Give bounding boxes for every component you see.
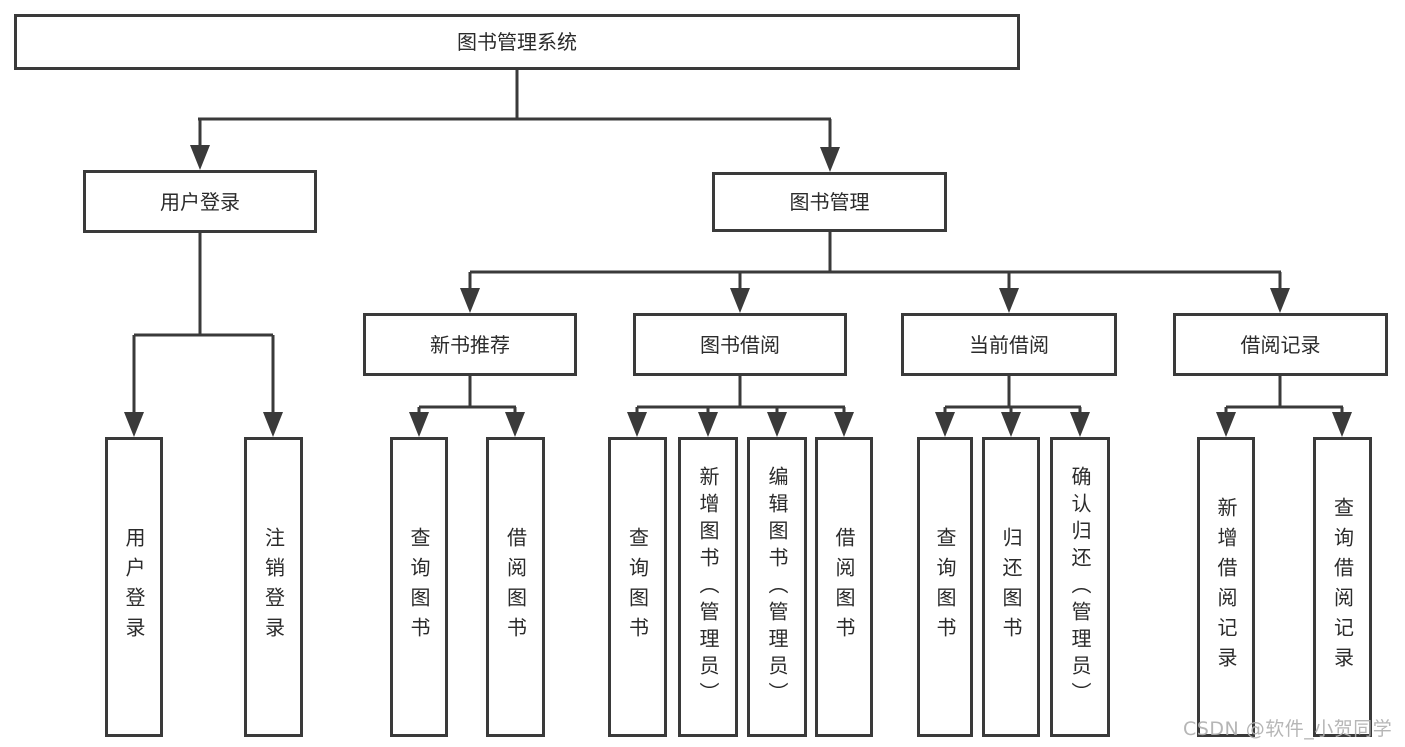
- watermark: CSDN @软件_小贺同学: [1183, 718, 1393, 740]
- leaf-query-books-borrow: 查询图书: [608, 437, 667, 737]
- leaf-user-login: 用户登录: [105, 437, 163, 737]
- leaf-edit-books-admin: 编辑图书（管理员）: [747, 437, 807, 737]
- leaf-query-books-current: 查询图书: [917, 437, 973, 737]
- node-new-book-recommend: 新书推荐: [363, 313, 577, 376]
- leaf-add-borrow-record: 新增借阅记录: [1197, 437, 1255, 737]
- leaf-logout: 注销登录: [244, 437, 303, 737]
- leaf-add-books-admin: 新增图书（管理员）: [678, 437, 738, 737]
- leaf-query-borrow-record: 查询借阅记录: [1313, 437, 1372, 737]
- leaf-return-books: 归还图书: [982, 437, 1040, 737]
- node-user-login: 用户登录: [83, 170, 317, 233]
- node-library-system: 图书管理系统: [14, 14, 1020, 70]
- node-book-borrow: 图书借阅: [633, 313, 847, 376]
- leaf-confirm-return-admin: 确认归还（管理员）: [1050, 437, 1110, 737]
- leaf-borrow-books: 借阅图书: [815, 437, 873, 737]
- arrowheads: [124, 145, 1352, 437]
- node-current-borrow: 当前借阅: [901, 313, 1117, 376]
- leaf-query-books-recommend: 查询图书: [390, 437, 448, 737]
- leaf-borrow-books-recommend: 借阅图书: [486, 437, 545, 737]
- node-borrow-records: 借阅记录: [1173, 313, 1388, 376]
- node-book-management: 图书管理: [712, 172, 947, 232]
